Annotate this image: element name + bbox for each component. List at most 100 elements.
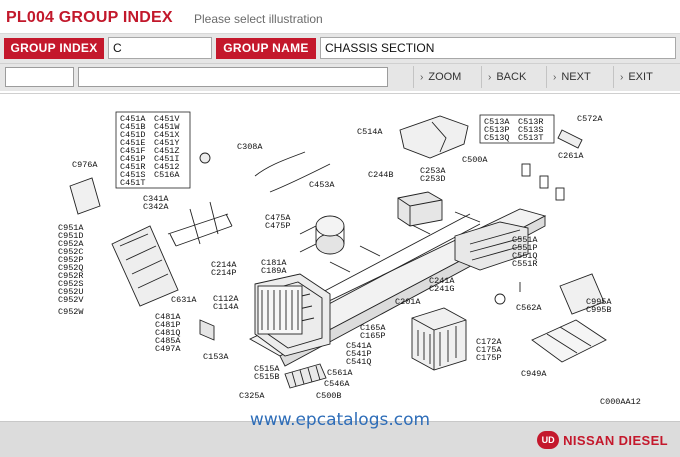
part-callout-c541q[interactable]: C541Q xyxy=(346,357,372,367)
part-callout-c562a[interactable]: C562A xyxy=(516,303,542,313)
part-callout-c551q[interactable]: C551Q xyxy=(512,251,538,261)
next-label: NEXT xyxy=(561,71,591,83)
part-callout-c952q[interactable]: C952Q xyxy=(58,263,84,273)
part-callout-c514a[interactable]: C514A xyxy=(357,127,383,137)
part-callout-c451e[interactable]: C451E xyxy=(120,138,146,148)
search-name-input[interactable] xyxy=(78,67,388,87)
part-callout-c513a[interactable]: C513A xyxy=(484,117,510,127)
part-callout-c451i[interactable]: C451I xyxy=(154,154,180,164)
part-callout-c631a[interactable]: C631A xyxy=(171,295,197,305)
part-callout-c481q[interactable]: C481Q xyxy=(155,328,181,338)
part-callout-c453a[interactable]: C453A xyxy=(309,180,335,190)
part-callout-c572a[interactable]: C572A xyxy=(577,114,603,124)
part-callout-c114a[interactable]: C114A xyxy=(213,302,239,312)
part-callout-c253d[interactable]: C253D xyxy=(420,174,446,184)
part-callout-c214p[interactable]: C214P xyxy=(211,268,237,278)
part-callout-c181a[interactable]: C181A xyxy=(261,258,287,268)
part-callout-c995a[interactable]: C995A xyxy=(586,297,612,307)
part-callout-c112a[interactable]: C112A xyxy=(213,294,239,304)
part-callout-c513q[interactable]: C513Q xyxy=(484,133,510,143)
part-callout-c451t[interactable]: C451T xyxy=(120,178,146,188)
part-callout-c451s[interactable]: C451S xyxy=(120,170,146,180)
zoom-button[interactable]: ›ZOOM xyxy=(420,67,478,87)
chassis-exploded-diagram[interactable]: C451AC451BC451DC451EC451FC451PC451RC451S… xyxy=(0,94,680,414)
part-callout-c341a[interactable]: C341A xyxy=(143,194,169,204)
part-callout-c976a[interactable]: C976A xyxy=(72,160,98,170)
part-callout-c451y[interactable]: C451Y xyxy=(154,138,180,148)
part-callout-c451b[interactable]: C451B xyxy=(120,122,146,132)
part-callout-c995b[interactable]: C995B xyxy=(586,305,612,315)
part-callout-c241g[interactable]: C241G xyxy=(429,284,455,294)
part-callout-c451a[interactable]: C451A xyxy=(120,114,146,124)
part-callout-c189a[interactable]: C189A xyxy=(261,266,287,276)
part-callout-c451r[interactable]: C451R xyxy=(120,162,146,172)
part-callout-c952r[interactable]: C952R xyxy=(58,271,84,281)
next-button[interactable]: ›NEXT xyxy=(553,67,611,87)
part-callout-c515a[interactable]: C515A xyxy=(254,364,280,374)
part-callout-c546a[interactable]: C546A xyxy=(324,379,350,389)
back-button[interactable]: ›BACK xyxy=(488,67,546,87)
part-callout-c949a[interactable]: C949A xyxy=(521,369,547,379)
part-callout-c308a[interactable]: C308A xyxy=(237,142,263,152)
part-callout-c175p[interactable]: C175P xyxy=(476,353,502,363)
part-callout-c165a[interactable]: C165A xyxy=(360,323,386,333)
part-callout-c165p[interactable]: C165P xyxy=(360,331,386,341)
part-callout-c551p[interactable]: C551P xyxy=(512,243,538,253)
part-callout-c244b[interactable]: C244B xyxy=(368,170,394,180)
part-callout-c952a[interactable]: C952A xyxy=(58,239,84,249)
part-callout-c451f[interactable]: C451F xyxy=(120,146,146,156)
part-callout-c951d[interactable]: C951D xyxy=(58,231,84,241)
part-callout-c342a[interactable]: C342A xyxy=(143,202,169,212)
part-callout-c451z[interactable]: C451Z xyxy=(154,146,180,156)
part-callout-c451v[interactable]: C451V xyxy=(154,114,180,124)
part-callout-c541p[interactable]: C541P xyxy=(346,349,372,359)
part-callout-c952s[interactable]: C952S xyxy=(58,279,84,289)
group-name-field[interactable]: CHASSIS SECTION xyxy=(320,37,676,59)
part-callout-c175a[interactable]: C175A xyxy=(476,345,502,355)
part-callout-c952v[interactable]: C952V xyxy=(58,295,84,305)
footer-bar xyxy=(0,421,680,457)
part-callout-c515b[interactable]: C515B xyxy=(254,372,280,382)
part-callout-c513t[interactable]: C513T xyxy=(518,133,544,143)
exit-label: EXIT xyxy=(628,71,653,83)
part-callout-c952c[interactable]: C952C xyxy=(58,247,84,257)
part-callout-c253a[interactable]: C253A xyxy=(420,166,446,176)
part-callout-c561a[interactable]: C561A xyxy=(327,368,353,378)
search-code-input[interactable] xyxy=(5,67,74,87)
part-callout-c4512[interactable]: C4512 xyxy=(154,162,180,172)
part-callout-c481a[interactable]: C481A xyxy=(155,312,181,322)
part-callout-c475a[interactable]: C475A xyxy=(265,213,291,223)
brand-logo: UD NISSAN DIESEL xyxy=(537,430,668,450)
part-callout-c551a[interactable]: C551A xyxy=(512,235,538,245)
part-callout-c451d[interactable]: C451D xyxy=(120,130,146,140)
part-callout-c201a[interactable]: C201A xyxy=(395,297,421,307)
part-callout-c513s[interactable]: C513S xyxy=(518,125,544,135)
part-callout-c952w[interactable]: C952W xyxy=(58,307,84,317)
part-callout-c951a[interactable]: C951A xyxy=(58,223,84,233)
part-callout-c325a[interactable]: C325A xyxy=(239,391,265,401)
part-callout-c500a[interactable]: C500A xyxy=(462,155,488,165)
part-callout-c513r[interactable]: C513R xyxy=(518,117,544,127)
part-callout-c153a[interactable]: C153A xyxy=(203,352,229,362)
part-callout-c481p[interactable]: C481P xyxy=(155,320,181,330)
group-index-field[interactable]: C xyxy=(108,37,212,59)
part-callout-c516a[interactable]: C516A xyxy=(154,170,180,180)
part-callout-c451w[interactable]: C451W xyxy=(154,122,180,132)
part-callout-c485a[interactable]: C485A xyxy=(155,336,181,346)
part-callout-c513p[interactable]: C513P xyxy=(484,125,510,135)
part-callout-c952p[interactable]: C952P xyxy=(58,255,84,265)
part-callout-c952u[interactable]: C952U xyxy=(58,287,84,297)
part-callout-c551r[interactable]: C551R xyxy=(512,259,538,269)
part-callout-c541a[interactable]: C541A xyxy=(346,341,372,351)
part-callout-c172a[interactable]: C172A xyxy=(476,337,502,347)
part-callout-c451x[interactable]: C451X xyxy=(154,130,180,140)
part-callout-c261a[interactable]: C261A xyxy=(558,151,584,161)
exit-button[interactable]: ›EXIT xyxy=(620,67,676,87)
part-callout-c475p[interactable]: C475P xyxy=(265,221,291,231)
part-callout-c500b[interactable]: C500B xyxy=(316,391,342,401)
part-callout-c214a[interactable]: C214A xyxy=(211,260,237,270)
part-callout-c497a[interactable]: C497A xyxy=(155,344,181,354)
part-callout-c241a[interactable]: C241A xyxy=(429,276,455,286)
part-callout-c451p[interactable]: C451P xyxy=(120,154,146,164)
